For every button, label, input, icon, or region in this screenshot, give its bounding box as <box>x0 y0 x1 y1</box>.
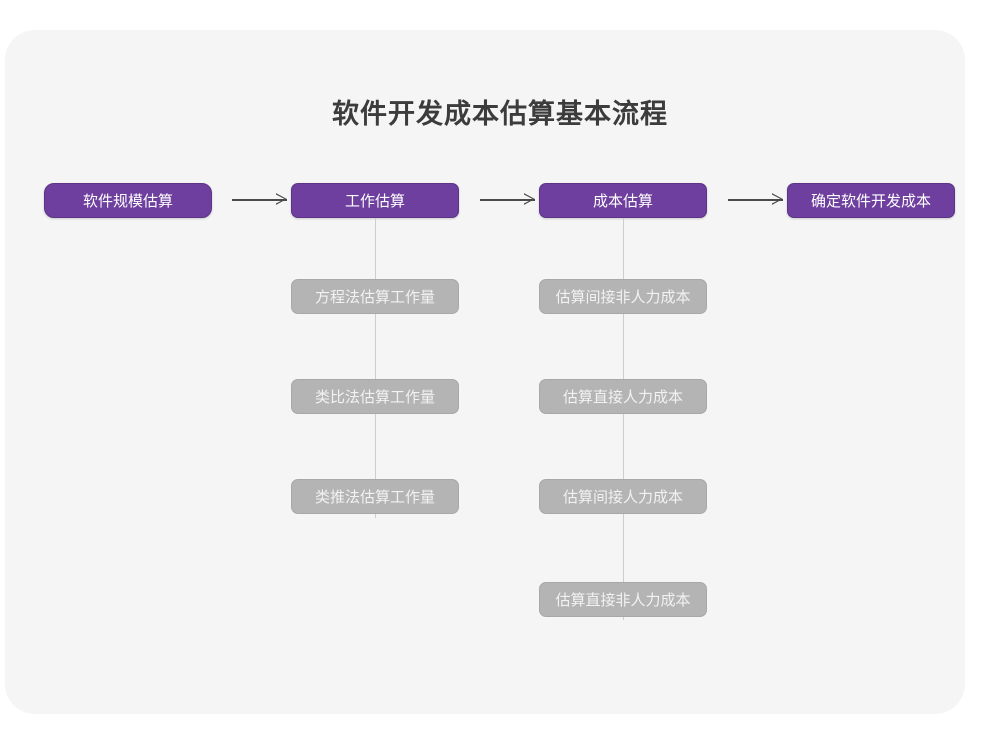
arrow-shaft <box>728 199 783 201</box>
connector-line-work-estimation <box>374 218 376 518</box>
stage-node-software-scale-estimation[interactable]: 软件规模估算 <box>44 183 212 218</box>
substep-node-label: 类比法估算工作量 <box>314 389 435 406</box>
substep-node-indirect-nonlabor-cost[interactable]: 估算间接非人力成本 <box>539 279 707 314</box>
stage-node-label: 成本估算 <box>592 193 653 210</box>
stage-node-label: 工作估算 <box>344 193 405 210</box>
substep-node-label: 类推法估算工作量 <box>314 489 435 506</box>
arrow-right-icon-stage1-stage2 <box>232 190 287 210</box>
arrow-shaft <box>232 199 287 201</box>
substep-node-label: 方程法估算工作量 <box>314 289 435 306</box>
substep-node-direct-nonlabor-cost[interactable]: 估算直接非人力成本 <box>539 582 707 617</box>
substep-node-direct-labor-cost[interactable]: 估算直接人力成本 <box>539 379 707 414</box>
arrow-right-icon-stage3-stage4 <box>728 190 783 210</box>
substep-node-analogy-method-workload[interactable]: 类比法估算工作量 <box>291 379 459 414</box>
stage-node-determine-development-cost[interactable]: 确定软件开发成本 <box>787 183 955 218</box>
substep-node-label: 估算直接人力成本 <box>562 389 683 406</box>
connector-line-cost-estimation <box>622 218 624 620</box>
substep-node-indirect-labor-cost[interactable]: 估算间接人力成本 <box>539 479 707 514</box>
arrow-right-icon-stage2-stage3 <box>480 190 535 210</box>
substep-node-inference-method-workload[interactable]: 类推法估算工作量 <box>291 479 459 514</box>
substep-node-label: 估算直接非人力成本 <box>555 592 691 609</box>
substep-node-label: 估算间接非人力成本 <box>555 289 691 306</box>
stage-node-label: 软件规模估算 <box>82 193 173 210</box>
substep-node-label: 估算间接人力成本 <box>562 489 683 506</box>
page-title: 软件开发成本估算基本流程 <box>332 99 668 129</box>
substep-node-equation-method-workload[interactable]: 方程法估算工作量 <box>291 279 459 314</box>
stage-node-work-estimation[interactable]: 工作估算 <box>291 183 459 218</box>
stage-node-cost-estimation[interactable]: 成本估算 <box>539 183 707 218</box>
arrow-shaft <box>480 199 535 201</box>
diagram-card <box>5 30 965 714</box>
stage-node-label: 确定软件开发成本 <box>810 193 931 210</box>
